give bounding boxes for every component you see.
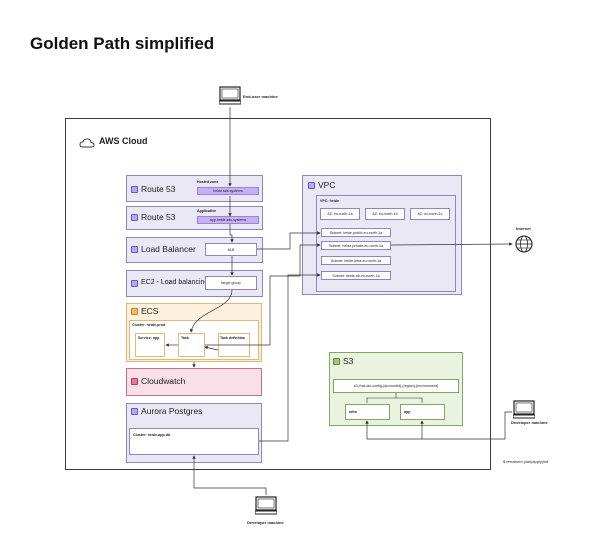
route53-public-label: Route 53 <box>141 184 176 194</box>
ecs-service-box <box>135 333 165 357</box>
developer-right-label: Developer machine <box>511 420 548 425</box>
load-balancer-label: Load Balancer <box>141 244 196 254</box>
aurora-label: Aurora Postgres <box>141 406 203 416</box>
aurora-icon <box>131 408 138 415</box>
subnet-box-public: Subnet: heide-public-eu-north-1a <box>321 228 391 237</box>
hosted-zone-record: heide.sds.systems <box>197 187 259 195</box>
az-label-b: AZ: eu-north-1b <box>372 212 398 216</box>
route53-app-icon <box>131 214 138 221</box>
s3-icon <box>333 358 340 365</box>
internet-globe-icon <box>515 235 533 258</box>
cloudwatch-label: Cloudwatch <box>141 376 186 386</box>
s3-bucket-label: s3://rsk-iac-config-{accountId}-{region}… <box>353 384 439 388</box>
route53-app-label: Route 53 <box>141 212 176 222</box>
cloud-icon <box>79 135 95 153</box>
subnet-box-db: Subnet: heide-db-eu-north-1a <box>321 271 391 280</box>
ecs-task-label: Task <box>181 336 189 340</box>
internet-label: Internet <box>516 226 531 231</box>
s3-folder-app-label: app <box>404 410 411 414</box>
vpc-label: VPC <box>318 180 336 190</box>
aws-cloud-label: AWS Cloud <box>99 136 148 146</box>
developer-bottom-computer-icon <box>254 496 278 521</box>
subnet-box-intra: Subnet: heide-intra-eu-north-1a <box>321 256 391 265</box>
end-user-computer-icon <box>218 86 242 111</box>
subnet-label-db: Subnet: heide-db-eu-north-1a <box>332 273 380 278</box>
az-label-c: AZ: eu-north-1c <box>417 212 443 216</box>
subnet-label-private: Subnet: heide-private-eu-north-1a <box>329 243 383 248</box>
aurora-cluster-box: Cluster: heide-app-db <box>129 428 259 455</box>
ecs-task-box <box>178 333 205 357</box>
subnet-label-intra: Subnet: heide-intra-eu-north-1a <box>330 258 382 263</box>
developer-right-command: $ terraform plan|apply|init <box>503 459 548 464</box>
aurora-cluster-label: Cluster: heide-app-db <box>133 433 171 437</box>
az-box-a: AZ: eu-north-1a <box>320 208 360 220</box>
vpc-icon <box>308 182 315 189</box>
subnet-label-public: Subnet: heide-public-eu-north-1a <box>329 230 383 235</box>
ecs-label: ECS <box>141 306 159 316</box>
ecs-service-label: Service: app <box>138 336 160 340</box>
hosted-zone-record-text: heide.sds.systems <box>213 189 243 193</box>
vpc-name-label: VPC: heide <box>320 199 339 203</box>
load-balancer-icon <box>131 246 138 253</box>
subnet-box-private: Subnet: heide-private-eu-north-1a <box>321 241 391 250</box>
developer-right-computer-icon <box>512 400 536 425</box>
end-user-label: End-user machine <box>243 94 278 99</box>
az-box-c: AZ: eu-north-1c <box>410 208 450 220</box>
ecs-cluster-label: Cluster: heide-prod <box>132 323 166 327</box>
target-group-box: target group <box>205 276 257 290</box>
s3-label: S3 <box>343 356 354 366</box>
hosted-zone-label: Hosted zone <box>197 180 219 184</box>
az-box-b: AZ: eu-north-1b <box>365 208 405 220</box>
applicative-zone-record: app.heide.sds.systems <box>197 216 259 224</box>
ecs-icon <box>131 308 138 315</box>
s3-folder-infra: infra <box>345 404 390 420</box>
ec2-icon <box>131 280 138 287</box>
cloudwatch-icon <box>131 378 138 385</box>
applicative-zone-record-text: app.heide.sds.systems <box>209 218 247 222</box>
s3-bucket-box: s3://rsk-iac-config-{accountId}-{region}… <box>333 379 459 393</box>
cloudwatch-panel <box>126 368 262 396</box>
s3-folder-infra-label: infra <box>349 410 357 414</box>
s3-folder-app: app <box>400 404 445 420</box>
target-group-label: target group <box>221 281 241 285</box>
alb-box: ALB <box>205 243 257 256</box>
route53-icon <box>131 186 138 193</box>
ecs-task-definition-label: Task definition <box>220 336 246 340</box>
alb-label: ALB <box>227 247 235 252</box>
az-label-a: AZ: eu-north-1a <box>327 212 353 216</box>
developer-bottom-label: Developer machine <box>247 520 284 525</box>
page-title: Golden Path simplified <box>30 34 215 53</box>
ec2-label: EC2 - Load balancing <box>141 279 209 286</box>
applicative-zone-label: Applicative <box>197 209 217 213</box>
